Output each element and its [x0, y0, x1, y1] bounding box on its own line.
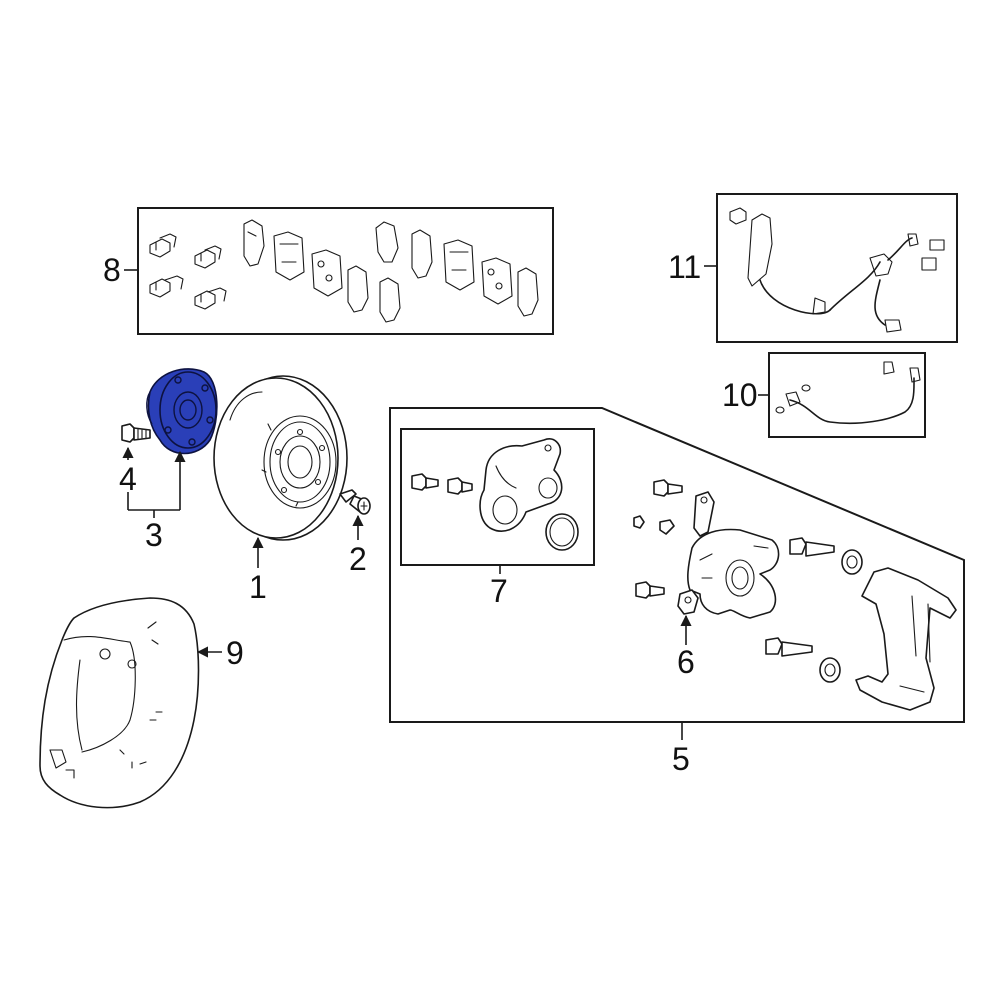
caliper-housing — [479, 438, 579, 551]
callout-8: 8 — [103, 252, 121, 288]
sensor-harness-box — [716, 193, 958, 343]
wear-sensor-box — [768, 352, 926, 438]
callout-bracket-3-4 — [122, 446, 186, 518]
callout-1: 1 — [249, 569, 267, 605]
sensor-harness — [729, 207, 945, 333]
rotor-lug-holes — [274, 428, 326, 494]
caliper-mount-bolts — [635, 479, 683, 599]
callout-4: 4 — [119, 461, 137, 497]
callout-6: 6 — [677, 644, 695, 680]
hub-bolt[interactable] — [121, 423, 151, 443]
hub-bearing[interactable] — [146, 368, 218, 455]
callout-10: 10 — [722, 377, 758, 413]
pad-kit-box — [137, 207, 554, 335]
callout-9: 9 — [226, 635, 244, 671]
guide-pins — [765, 537, 863, 683]
callout-7: 7 — [490, 573, 508, 609]
pad-clips — [149, 233, 227, 310]
callout-3: 3 — [145, 517, 163, 553]
pad-kit-group[interactable]: 8 — [103, 207, 554, 335]
wear-sensor-group[interactable]: 10 — [722, 352, 926, 438]
caliper-assembly-group[interactable]: 7 — [389, 407, 965, 723]
callout-2: 2 — [349, 541, 367, 577]
caliper-housing-group[interactable] — [400, 428, 595, 574]
brake-rotor[interactable] — [213, 375, 348, 541]
caliper-body — [633, 491, 780, 619]
rotor-screw[interactable] — [339, 489, 371, 515]
hub-bolt-holes — [164, 376, 214, 446]
callout-5: 5 — [672, 741, 690, 777]
sensor-harness-group[interactable]: 11 — [668, 193, 958, 343]
callout-11: 11 — [668, 249, 701, 285]
caliper-bracket — [855, 567, 957, 711]
splash-shield[interactable] — [39, 597, 200, 809]
wear-sensor — [775, 361, 921, 425]
pad-shims — [243, 219, 539, 323]
caliper-bolts — [411, 473, 473, 495]
